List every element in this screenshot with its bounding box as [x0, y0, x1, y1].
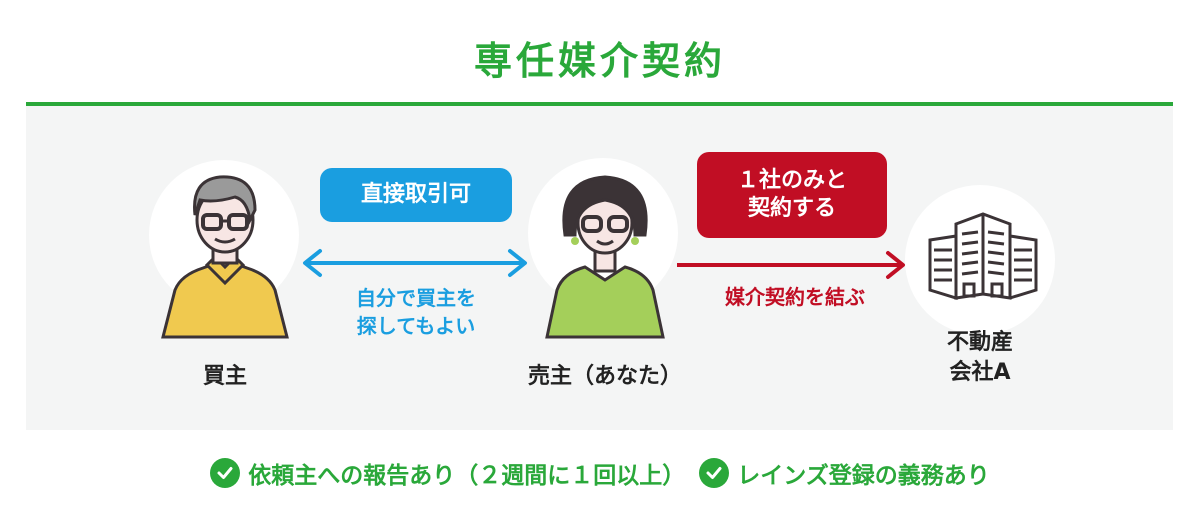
feature-item-report: 依頼主への報告あり（２週間に１回以上） — [210, 456, 685, 490]
check-circle-icon — [699, 458, 730, 488]
direct-trade-note-line2: 探してもよい — [356, 314, 476, 338]
contract-note: 媒介契約を結ぶ — [725, 285, 865, 309]
seller-avatar-icon — [545, 175, 665, 339]
forward-arrow-icon — [677, 251, 905, 279]
seller-label: 売主（あなた） — [527, 364, 682, 389]
title-divider — [26, 102, 1173, 106]
buyer-avatar-icon — [161, 175, 289, 339]
agency-label-line1: 不動産 — [946, 330, 1013, 355]
exclusive-contract-badge: １社のみと 契約する — [697, 152, 887, 238]
office-building-icon — [928, 212, 1038, 300]
check-circle-icon — [210, 458, 241, 488]
page-title: 専任媒介契約 — [473, 39, 726, 83]
buyer-label: 買主 — [202, 364, 247, 389]
feature-text: レインズ登録の義務あり — [737, 463, 990, 489]
direct-trade-badge: 直接取引可 — [320, 168, 512, 222]
bidirectional-arrow-icon — [303, 249, 527, 277]
feature-list: 依頼主への報告あり（２週間に１回以上） レインズ登録の義務あり — [0, 456, 1200, 490]
feature-text: 依頼主への報告あり（２週間に１回以上） — [248, 463, 686, 489]
direct-trade-note-line1: 自分で買主を — [356, 286, 476, 310]
exclusive-contract-badge-line2: 契約する — [747, 196, 836, 221]
exclusive-contract-badge-line1: １社のみと — [736, 168, 847, 193]
agency-label-line2: 会社A — [949, 360, 1011, 385]
feature-item-reins: レインズ登録の義務あり — [699, 456, 990, 490]
agency-label: 不動産 会社A — [920, 328, 1040, 388]
direct-trade-note: 自分で買主を 探してもよい — [320, 284, 512, 340]
